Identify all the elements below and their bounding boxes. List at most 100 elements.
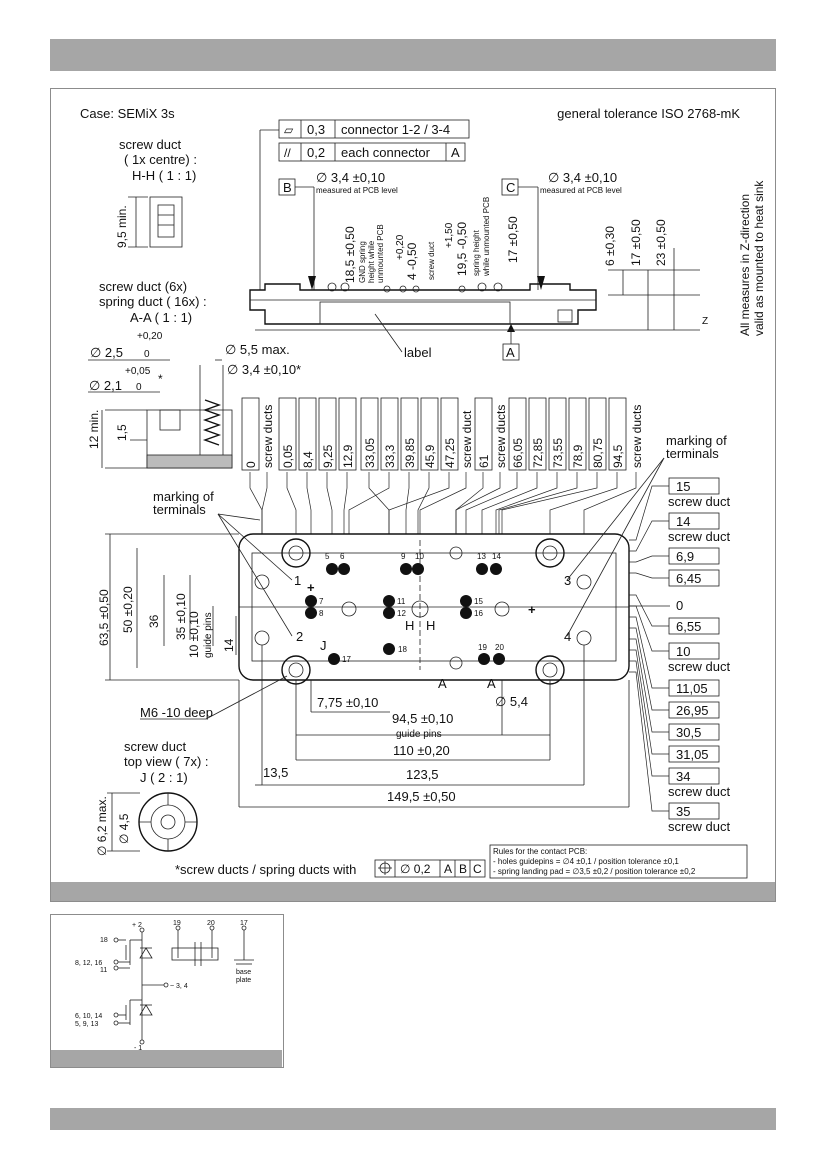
pcb-rules-title: Rules for the contact PCB: — [493, 847, 587, 856]
schematic-drawing — [113, 925, 254, 1045]
side-note-1: All measures in Z-direction — [738, 194, 752, 336]
top-dim-box — [241, 397, 260, 471]
term-13: 13 — [477, 552, 486, 561]
top-dim-box — [528, 397, 547, 471]
top-dim-leader — [501, 472, 598, 534]
top-dim-leader — [417, 472, 430, 534]
diam-left-note: measured at PCB level — [316, 186, 398, 195]
flatness-text: connector 1-2 / 3-4 — [341, 122, 450, 137]
aa-d34: ∅ 3,4 ±0,10* — [227, 362, 301, 377]
right-dim-leader — [629, 555, 669, 563]
right-dim-leader — [629, 520, 669, 552]
top-dim-value: 45,9 — [423, 444, 437, 468]
footer-ref-c: C — [473, 862, 482, 876]
hh-title-3: H-H ( 1 : 1) — [132, 168, 196, 183]
bottom-d135: 13,5 — [263, 765, 288, 780]
right-dim-leader — [629, 638, 669, 733]
top-dim-leader — [419, 472, 467, 534]
aa-title-1: screw duct (6x) — [99, 279, 187, 294]
side-view-drawing — [249, 269, 700, 332]
bottom-d1235: 123,5 — [406, 767, 439, 782]
top-dim-leader — [405, 472, 410, 534]
svg-text:+: + — [528, 602, 536, 617]
tolerance-label: general tolerance ISO 2768-mK — [557, 106, 740, 121]
schematic-footer-bar — [51, 1050, 282, 1067]
term-17: 17 — [342, 655, 351, 664]
top-dim-box — [548, 397, 567, 471]
footer-note: *screw ducts / spring ducts with — [175, 862, 356, 877]
top-dim-value: 0 — [244, 461, 258, 468]
top-dim-box — [568, 397, 587, 471]
sv-v6-note1: spring height — [472, 229, 481, 276]
sch-p20: 20 — [207, 920, 215, 927]
left-d36: 36 — [147, 614, 161, 628]
diam-left: ∅ 3,4 ±0,10 — [316, 170, 385, 185]
term-a-left: A — [438, 676, 447, 691]
top-dim-box — [474, 397, 493, 471]
term-4: 4 — [564, 629, 571, 644]
top-dim-leader — [343, 472, 348, 534]
top-dim-value: 33,3 — [383, 444, 397, 468]
top-dim-value: 80,75 — [591, 438, 605, 468]
right-dim-leader — [629, 605, 669, 652]
top-dim-leader — [249, 472, 263, 534]
right-dim-leader — [629, 671, 669, 812]
right-dim-value: 11,05 — [676, 681, 708, 696]
parallel-value: 0,2 — [307, 145, 325, 160]
sv-v8: 6 ±0,30 — [603, 226, 617, 266]
sv-v10: 23 ±0,50 — [654, 219, 668, 266]
term-20: 20 — [495, 643, 504, 652]
hh-section-drawing — [128, 196, 183, 248]
vj-title-1: screw duct — [124, 739, 187, 754]
right-dim-value: 34 — [676, 769, 690, 784]
top-dim-box — [588, 397, 607, 471]
sch-p81216: 8, 12, 16 — [75, 960, 102, 967]
top-dim-value: 66,05 — [511, 438, 525, 468]
left-guide: guide pins — [203, 612, 214, 658]
top-dim-value: 33,05 — [363, 438, 377, 468]
sv-v2: +0,20 — [395, 234, 406, 260]
term-10: 10 — [415, 552, 424, 561]
left-marking-2: terminals — [153, 502, 206, 517]
term-j: J — [320, 638, 327, 653]
aa-h12: 12 min. — [87, 410, 101, 449]
z-label: Z — [702, 316, 708, 327]
ref-a: A — [506, 345, 515, 360]
top-dim-leader — [388, 472, 450, 534]
top-dim-leader — [549, 472, 618, 534]
vj-title-3: J ( 2 : 1) — [140, 770, 188, 785]
sv-v7: 17 ±0,50 — [506, 216, 520, 263]
hh-title-2: ( 1x centre) : — [124, 152, 197, 167]
right-marking-2: terminals — [666, 446, 719, 461]
aa-title-3: A-A ( 1 : 1) — [130, 310, 192, 325]
top-dim-value: 73,55 — [551, 438, 565, 468]
right-dim-leader — [629, 485, 669, 541]
drawing-footer-bar — [51, 882, 775, 901]
right-dim-leader — [629, 649, 669, 755]
top-dim-leader — [286, 472, 297, 534]
top-dim-leader — [465, 472, 518, 534]
term-19: 19 — [478, 643, 487, 652]
diam-right-note: measured at PCB level — [540, 186, 622, 195]
left-d35: 35 ±0,10 — [174, 593, 188, 640]
aa-d21-zero: 0 — [136, 382, 142, 393]
right-dim-value: 6,55 — [676, 619, 701, 634]
term-1: 1 — [294, 573, 301, 588]
term-8: 8 — [319, 609, 324, 618]
aa-d25-zero: 0 — [144, 349, 150, 360]
right-dim-leader — [629, 616, 669, 689]
top-dim-value: 8,4 — [301, 451, 315, 468]
schematic-panel — [50, 914, 284, 1068]
label-text: label — [404, 345, 432, 360]
sch-p19: 19 — [173, 920, 181, 927]
top-dim-box — [380, 397, 399, 471]
bottom-d110: 110 ±0,20 — [393, 743, 450, 758]
top-dim-box — [360, 397, 379, 471]
footer-tol: ∅ 0,2 — [400, 862, 431, 876]
top-dim-value: 0,05 — [281, 444, 295, 468]
bottom-d54: ∅ 5,4 — [495, 694, 528, 709]
top-dim-box — [508, 397, 527, 471]
right-dim-value: 30,5 — [676, 725, 701, 740]
